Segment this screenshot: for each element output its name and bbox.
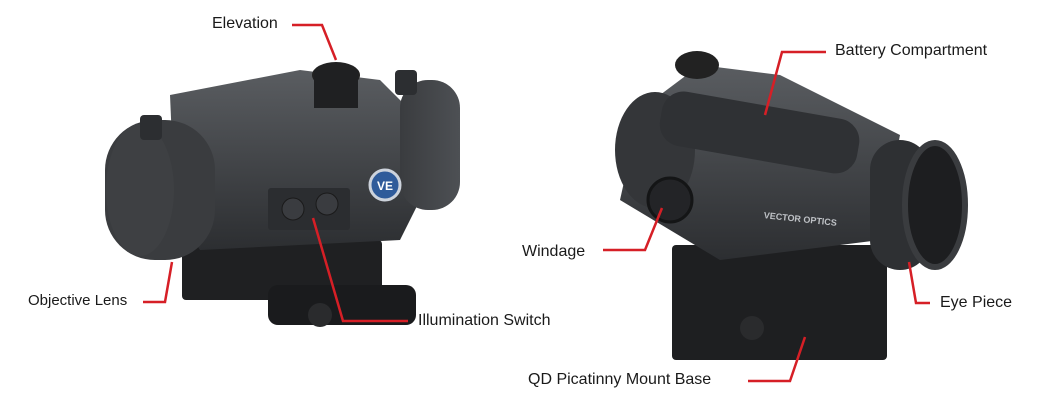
windage-turret — [646, 176, 694, 224]
svg-text:VE: VE — [377, 179, 393, 193]
leader-battery-compartment — [763, 50, 826, 116]
label-eye-piece: Eye Piece — [940, 294, 1013, 311]
left-body — [170, 70, 420, 250]
leader-eye-piece — [907, 261, 930, 305]
leader-objective-lens — [143, 261, 174, 304]
eye-piece-lens — [902, 140, 968, 270]
ve-emblem-icon — [368, 168, 402, 202]
label-windage: Windage — [522, 243, 586, 260]
right-sight-image: VECTOR OPTICS — [615, 51, 968, 360]
label-mount-base: QD Picatinny Mount Base — [528, 371, 712, 388]
left-qd-lever — [268, 285, 416, 325]
label-elevation: Elevation — [212, 15, 278, 32]
leader-illumination-switch — [311, 217, 408, 323]
right-mount-base — [672, 245, 887, 360]
leader-elevation — [292, 23, 338, 61]
leader-mount-base — [748, 336, 807, 383]
left-sight-image: VE — [105, 62, 460, 327]
illumination-buttons — [268, 188, 350, 230]
battery-compartment-tube — [659, 91, 860, 174]
label-battery-compartment: Battery Compartment — [835, 42, 988, 59]
label-objective-lens: Objective Lens — [28, 292, 128, 309]
label-illumination-switch: Illumination Switch — [418, 312, 551, 329]
objective-lens-cover — [106, 124, 174, 256]
leader-windage — [603, 207, 664, 252]
